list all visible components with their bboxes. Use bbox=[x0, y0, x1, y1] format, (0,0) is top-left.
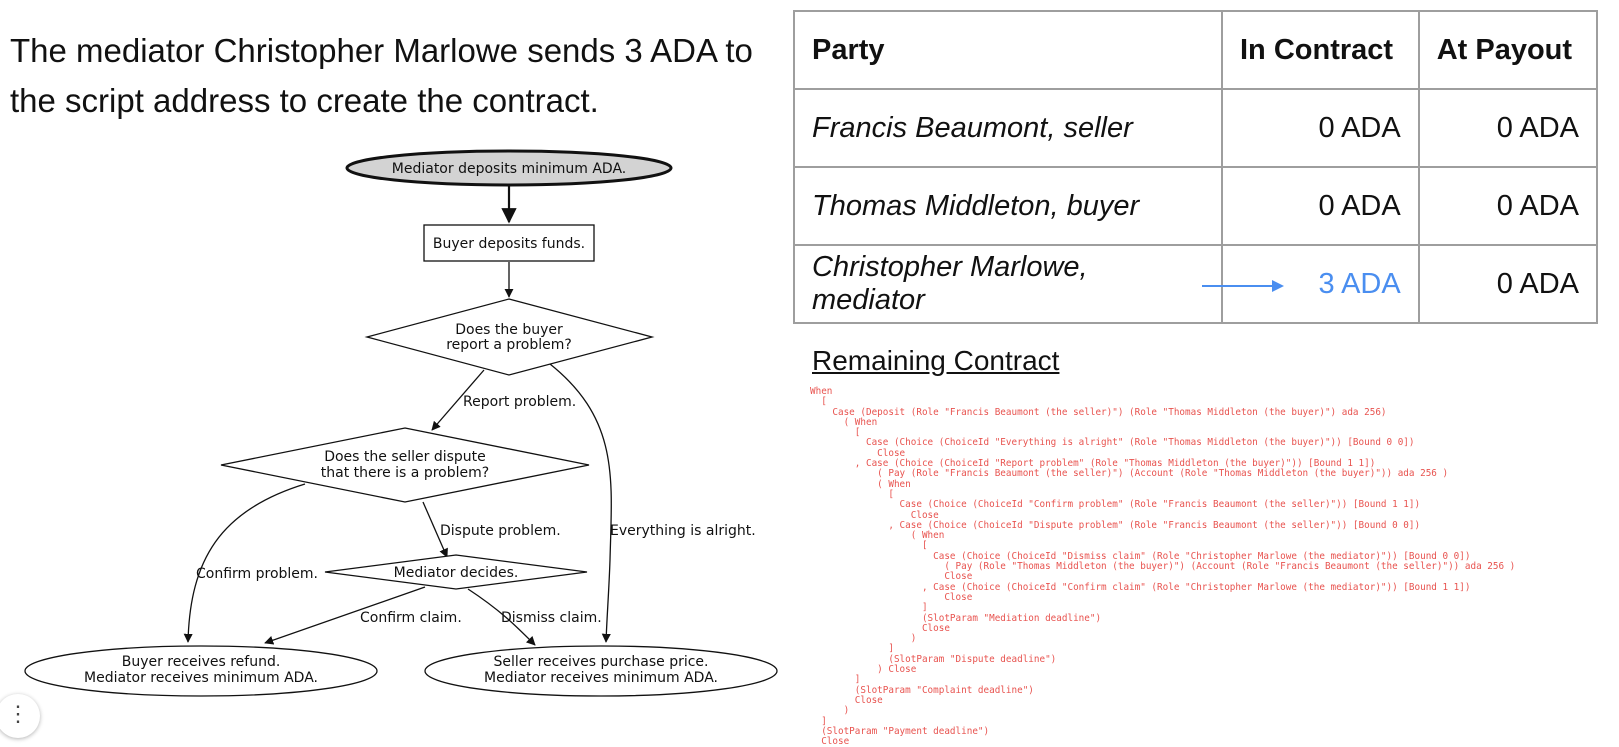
edge-dismiss-claim bbox=[467, 588, 536, 646]
node-seller-dispute-line1: Does the seller dispute bbox=[324, 449, 486, 465]
edge-label-confirm-claim: Confirm claim. bbox=[360, 610, 462, 626]
edge-label-dismiss-claim: Dismiss claim. bbox=[501, 610, 602, 626]
node-start bbox=[345, 149, 673, 187]
table-header-row: Party In Contract At Payout bbox=[793, 10, 1599, 90]
edge-confirm-problem bbox=[183, 483, 306, 643]
in-contract-value: 0 ADA bbox=[1221, 166, 1420, 246]
col-header-in-contract: In Contract bbox=[1221, 10, 1420, 90]
party-name: Francis Beaumont, seller bbox=[793, 88, 1223, 168]
edge-label-everything-alright: Everything is alright. bbox=[610, 523, 756, 539]
node-seller-price-line1: Seller receives purchase price. bbox=[493, 654, 708, 670]
node-buyer-refund-line2: Mediator receives minimum ADA. bbox=[84, 670, 318, 686]
in-contract-value: 0 ADA bbox=[1221, 88, 1420, 168]
headline: The mediator Christopher Marlowe sends 3… bbox=[10, 32, 753, 119]
node-buyer-problem bbox=[364, 298, 655, 376]
at-payout-value: 0 ADA bbox=[1417, 166, 1599, 246]
table-row: Christopher Marlowe, mediator 3 ADA 0 AD… bbox=[793, 244, 1599, 324]
node-buyer-refund bbox=[24, 645, 378, 697]
table-row: Francis Beaumont, seller 0 ADA 0 ADA bbox=[793, 88, 1599, 168]
node-seller-price-line2: Mediator receives minimum ADA. bbox=[484, 670, 718, 686]
node-seller-price bbox=[424, 645, 778, 697]
remaining-contract-code: When [ Case (Deposit (Role "Francis Beau… bbox=[810, 386, 1516, 747]
arrow-right-icon bbox=[1202, 280, 1284, 292]
edge-label-confirm-problem: Confirm problem. bbox=[196, 566, 318, 582]
edge-label-report-problem: Report problem. bbox=[463, 394, 576, 410]
node-seller-dispute bbox=[220, 427, 590, 503]
vertical-dots-icon[interactable]: ⋮ bbox=[0, 694, 40, 738]
node-buyer-deposits bbox=[423, 224, 595, 262]
edge-everything-alright bbox=[549, 363, 612, 643]
party-name: Thomas Middleton, buyer bbox=[793, 166, 1223, 246]
remaining-contract-title: Remaining Contract bbox=[812, 345, 1060, 376]
party-balances-table: Party In Contract At Payout Francis Beau… bbox=[793, 10, 1599, 324]
node-start-label: Mediator deposits minimum ADA. bbox=[392, 161, 626, 177]
party-name-text: Christopher Marlowe, mediator bbox=[812, 251, 1088, 316]
edge-report-problem bbox=[431, 369, 485, 431]
party-name: Christopher Marlowe, mediator bbox=[793, 244, 1284, 324]
node-buyer-problem-line2: report a problem? bbox=[446, 337, 572, 353]
node-buyer-problem-line1: Does the buyer bbox=[455, 322, 563, 338]
node-buyer-refund-line1: Buyer receives refund. bbox=[122, 654, 281, 670]
edge-confirm-claim bbox=[264, 586, 426, 645]
node-mediator-decides bbox=[324, 554, 588, 590]
table-row: Thomas Middleton, buyer 0 ADA 0 ADA bbox=[793, 166, 1599, 246]
edge-label-dispute-problem: Dispute problem. bbox=[440, 523, 561, 539]
node-buyer-deposits-label: Buyer deposits funds. bbox=[433, 236, 585, 252]
in-contract-value: 3 ADA bbox=[1221, 244, 1420, 324]
node-seller-dispute-line2: that there is a problem? bbox=[321, 465, 489, 481]
at-payout-value: 0 ADA bbox=[1417, 88, 1599, 168]
at-payout-value: 0 ADA bbox=[1417, 244, 1599, 324]
escrow-flowchart: Mediator deposits minimum ADA. Buyer dep… bbox=[24, 149, 778, 697]
edge-dispute-problem bbox=[422, 501, 448, 558]
col-header-party: Party bbox=[793, 10, 1223, 90]
node-mediator-decides-label: Mediator decides. bbox=[394, 565, 519, 581]
col-header-at-payout: At Payout bbox=[1417, 10, 1599, 90]
